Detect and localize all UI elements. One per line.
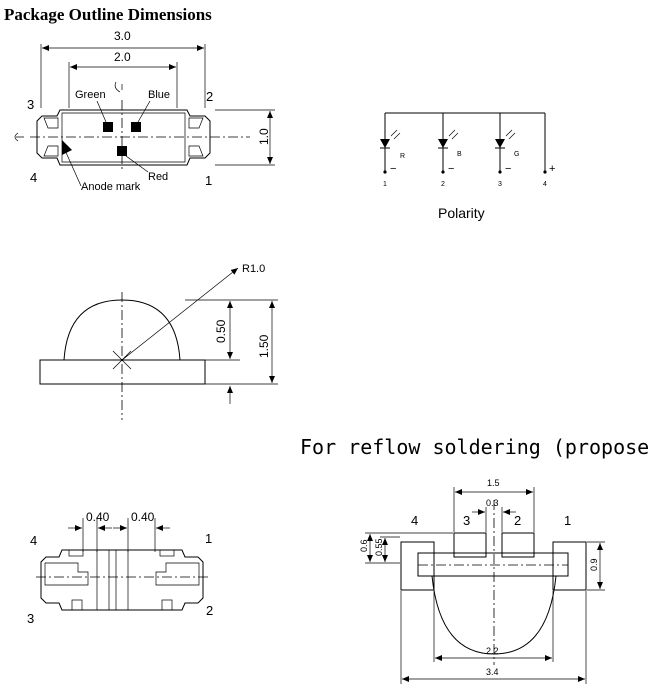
pol-pin-3: 3	[498, 181, 502, 188]
diode-r-label: R	[400, 153, 405, 160]
pol-minus-3: −	[505, 163, 511, 175]
diode-g-label: G	[514, 151, 519, 158]
dim-reflow-outer: 3.4	[486, 667, 499, 677]
reflow-pin-2: 2	[514, 513, 521, 528]
top-pin-1: 1	[205, 173, 212, 188]
pol-plus: +	[549, 163, 555, 175]
polarity-caption: Polarity	[438, 205, 485, 221]
dim-pad-a: 0.40	[86, 510, 110, 524]
pol-pin-4: 4	[543, 181, 547, 188]
bottom-view: 0.40 0.40 4 1 3 2	[27, 510, 213, 626]
dim-reflow-gap: 0.3	[486, 498, 499, 508]
bottom-pin-4: 4	[30, 533, 37, 548]
reflow-pin-3: 3	[463, 513, 470, 528]
side-view: R1.0 0.50 1.50	[39, 263, 278, 420]
dim-reflow-h2: 0.55	[374, 538, 384, 556]
pol-minus-2: −	[448, 163, 454, 175]
bottom-pin-3: 3	[27, 611, 34, 626]
label-red: Red	[148, 171, 168, 183]
dim-width-inner: 2.0	[114, 50, 131, 64]
reflow-pin-4: 4	[411, 513, 418, 528]
reflow-heading: For reflow soldering (propose)	[300, 435, 652, 459]
dim-height: 1.0	[257, 128, 271, 145]
reflow-footprint: 1.5 0.3 4 3 2 1 0.6 0.55 0.9 2.2 3.4	[359, 478, 605, 684]
page-title: Package Outline Dimensions	[4, 5, 212, 24]
pol-pin-2: 2	[441, 181, 445, 188]
dim-pad-b: 0.40	[131, 510, 155, 524]
dim-total: 1.50	[257, 334, 271, 358]
bottom-pin-2: 2	[206, 603, 213, 618]
dim-reflow-h1: 0.6	[359, 539, 369, 552]
dim-dome: 0.50	[214, 319, 228, 343]
top-pin-2: 2	[206, 89, 213, 104]
bottom-pin-1: 1	[205, 531, 212, 546]
label-anode: Anode mark	[81, 181, 141, 193]
label-blue: Blue	[148, 89, 170, 101]
diode-b-label: B	[457, 151, 462, 158]
reflow-pin-1: 1	[564, 513, 571, 528]
polarity-diagram: R B G − − − + 1 2 3 4 Polarity	[380, 112, 555, 221]
label-green: Green	[75, 89, 106, 101]
top-pin-4: 4	[30, 170, 37, 185]
dim-width-outer: 3.0	[114, 29, 131, 43]
dim-reflow-right: 0.9	[589, 558, 599, 571]
pol-pin-1: 1	[383, 181, 387, 188]
top-pin-3: 3	[27, 97, 34, 112]
dim-radius: R1.0	[242, 263, 265, 275]
dim-reflow-top: 1.5	[487, 478, 500, 488]
top-view: 3.0 2.0 1.0 3 2 4 1 Green B	[14, 29, 275, 193]
dim-reflow-inner: 2.2	[486, 646, 499, 656]
pol-minus-1: −	[390, 163, 396, 175]
